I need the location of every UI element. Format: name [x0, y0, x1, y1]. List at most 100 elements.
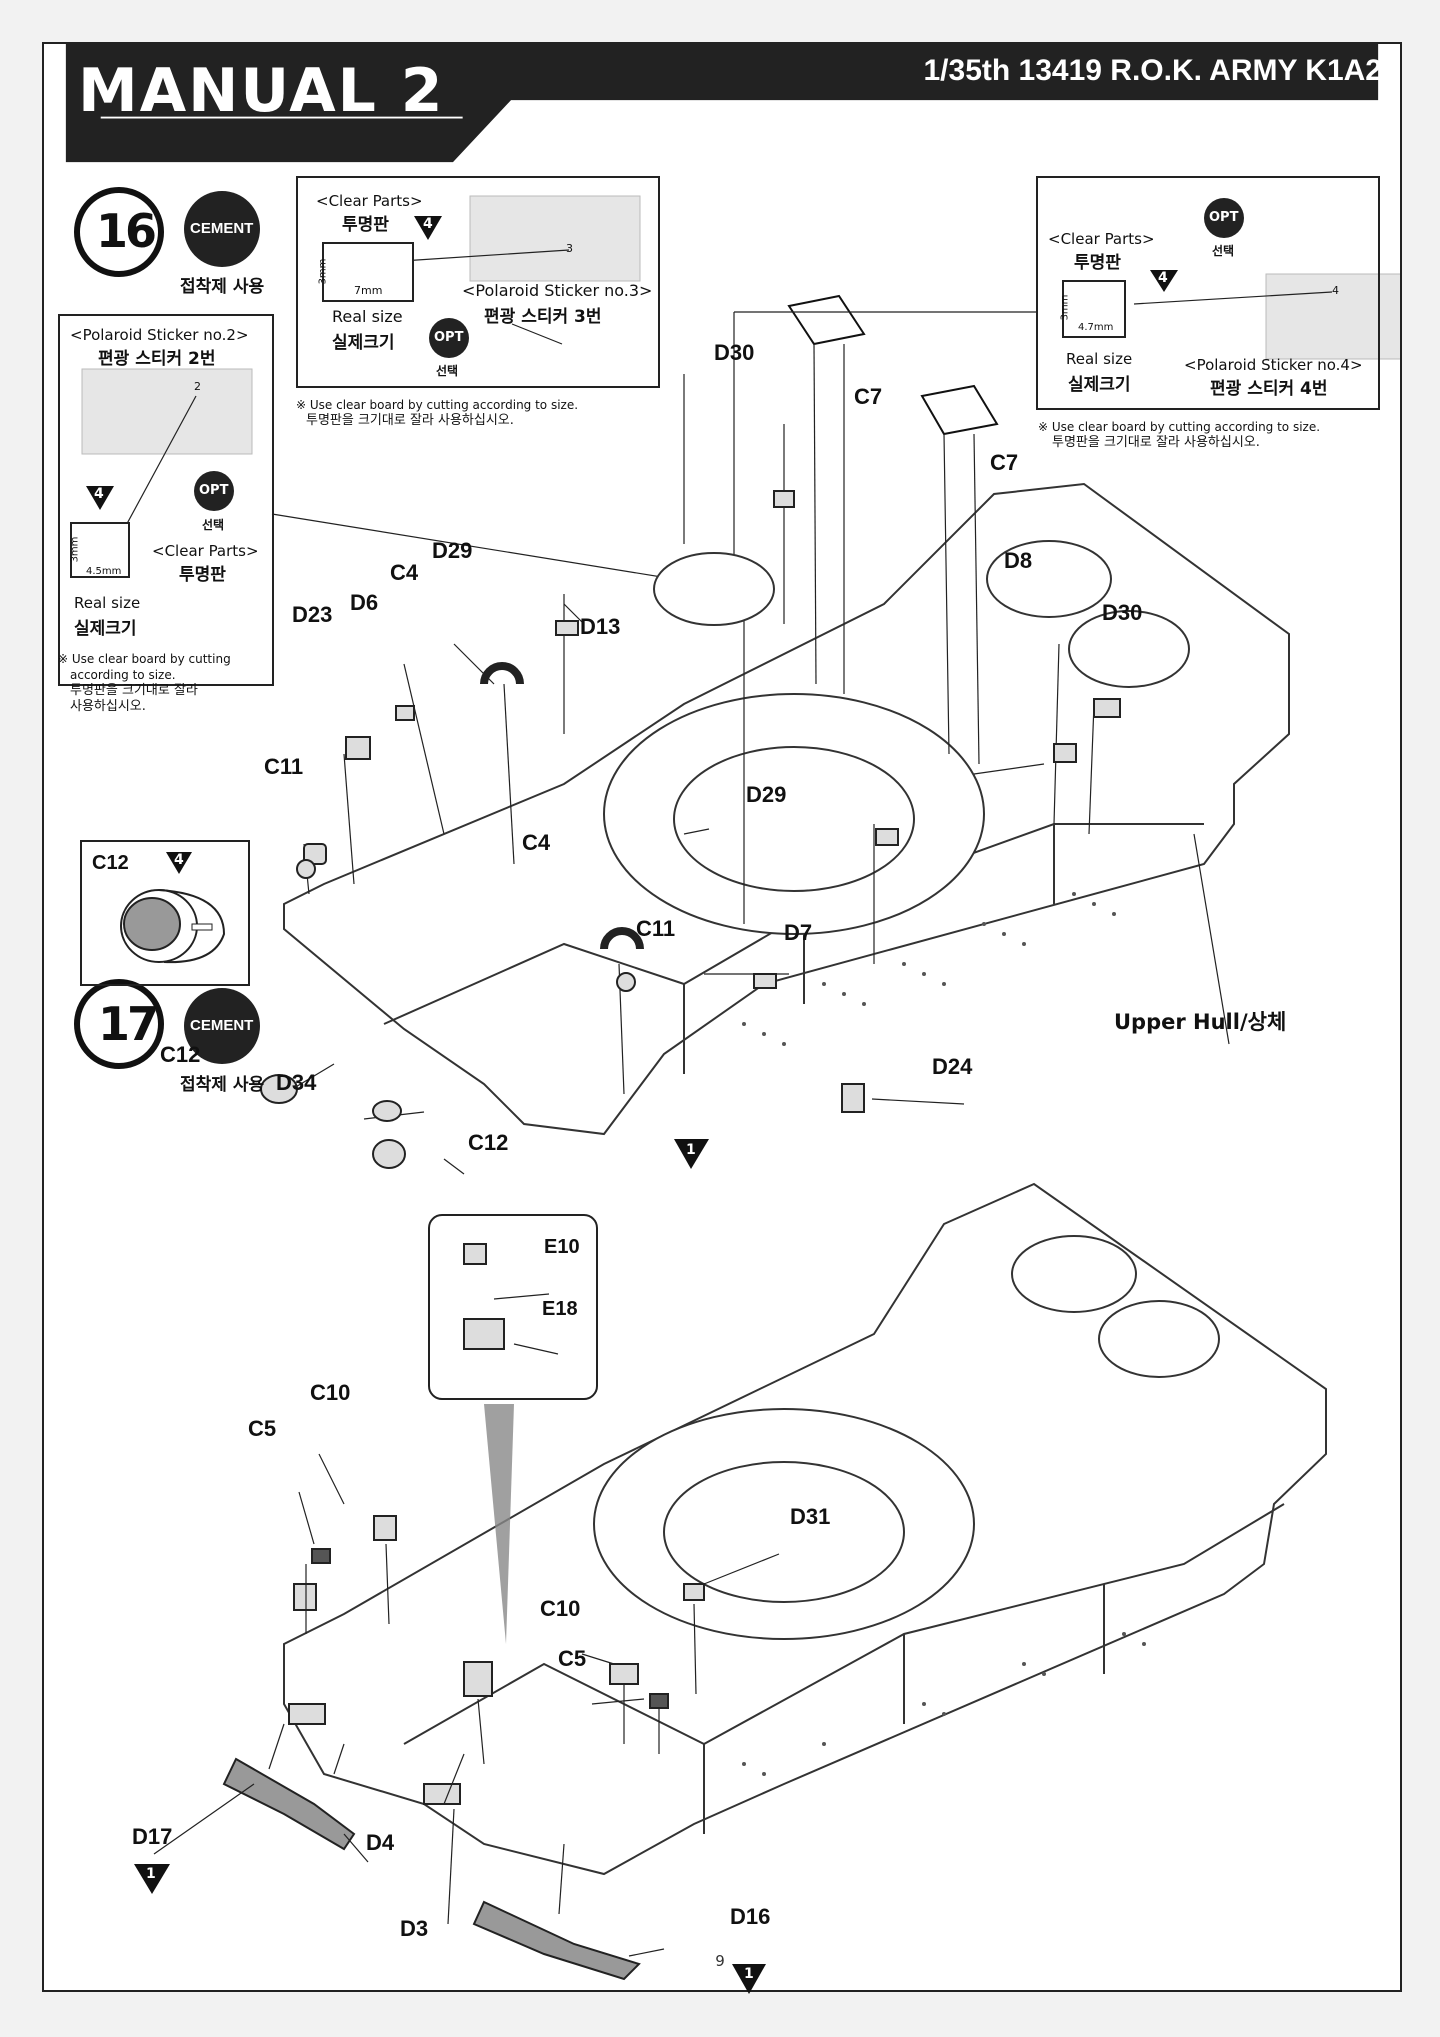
part-d8: D8: [1004, 548, 1033, 573]
right-dim-w: 4.7mm: [1078, 322, 1114, 333]
center-sticker-num: 3: [566, 242, 573, 255]
part-e10: E10: [544, 1236, 580, 1258]
left-tri-num: 4: [94, 486, 104, 502]
center-dim-h: 3mm: [317, 258, 329, 285]
left-real-size-frame: [70, 522, 130, 578]
step17-cement-korean: 접착제 사용: [180, 1075, 265, 1095]
left-sticker-kr: 편광 스티커 2번: [98, 349, 216, 369]
right-sticker-num: 4: [1332, 284, 1339, 297]
part-d29-b: D29: [746, 782, 787, 807]
part-c4-b: C4: [522, 830, 551, 855]
manual-page: MANUAL 2 1/35th 13419 R.O.K. ARMY K1A2: [42, 42, 1402, 1994]
part-c4-a: C4: [390, 560, 419, 585]
part-c12-a: C12: [160, 1042, 201, 1067]
d16-tri-num: 1: [744, 1966, 754, 1982]
right-note-kr: 투명판을 크기대로 잘라 사용하십시오.: [1052, 435, 1260, 450]
left-note-4: 사용하십시오.: [70, 699, 146, 714]
left-note-2: according to size.: [70, 668, 176, 682]
part-d24: D24: [932, 1054, 973, 1079]
left-opt-kr: 선택: [202, 518, 225, 532]
step16-panel-right: [1036, 176, 1380, 410]
part-d7: D7: [784, 920, 813, 945]
part-d30-a: D30: [714, 340, 755, 365]
right-sticker-kr: 편광 스티커 4번: [1210, 379, 1328, 399]
part-c7-a: C7: [854, 384, 883, 409]
part-e18: E18: [542, 1298, 578, 1320]
left-real-size: Real size: [74, 594, 141, 612]
part-c11-b: C11: [636, 916, 676, 941]
right-clear-parts: <Clear Parts>: [1048, 230, 1155, 248]
step16-cement-korean: 접착제 사용: [180, 277, 265, 297]
left-real-size-kr: 실제크기: [74, 619, 137, 639]
left-clear-parts: <Clear Parts>: [152, 542, 259, 560]
upper-hull-label: Upper Hull/상체: [1114, 1010, 1287, 1034]
right-note: ※ Use clear board by cutting according t…: [1038, 420, 1321, 434]
part-c10-a: C10: [310, 1380, 351, 1405]
e10-e18-inset-box: [428, 1214, 598, 1400]
part-d23: D23: [292, 602, 333, 627]
right-real-size-frame: [1062, 280, 1126, 338]
center-dim-w: 7mm: [354, 284, 383, 297]
center-note: ※ Use clear board by cutting according t…: [296, 398, 579, 412]
center-sticker-kr: 편광 스티커 3번: [484, 307, 602, 327]
step16-drawing-lines: [74, 187, 1400, 1994]
part-c5-a: C5: [248, 1416, 277, 1441]
part-c11-a: C11: [264, 754, 304, 779]
d17-tri-num: 1: [146, 1866, 156, 1882]
part-d4: D4: [366, 1830, 395, 1855]
part-d34: D34: [276, 1070, 317, 1095]
right-dim-h: 3mm: [1059, 294, 1071, 321]
center-clear-parts: <Clear Parts>: [316, 192, 423, 210]
right-real-size-kr: 실제크기: [1068, 375, 1131, 395]
part-d16: D16: [730, 1904, 771, 1929]
step17-cement-badge: CEMENT: [190, 1017, 254, 1034]
right-clear-parts-kr: 투명판: [1074, 253, 1121, 273]
step16-cement-badge: CEMENT: [190, 220, 254, 237]
left-note-1: ※ Use clear board by cutting: [58, 652, 231, 666]
page-number: 9: [715, 1952, 725, 1970]
left-sticker: <Polaroid Sticker no.2>: [70, 326, 249, 344]
part-c10-b: C10: [540, 1596, 581, 1621]
part-d3: D3: [400, 1916, 429, 1941]
center-note-kr: 투명판을 크기대로 잘라 사용하십시오.: [306, 413, 514, 428]
manual-title: MANUAL 2: [78, 56, 445, 126]
step16-panel-left: [58, 314, 274, 686]
left-sticker-num: 2: [194, 380, 201, 393]
step16-number: 16: [96, 204, 157, 258]
left-dim-w: 4.5mm: [86, 566, 122, 577]
right-opt-badge: OPT: [1209, 210, 1239, 225]
part-d13: D13: [580, 614, 621, 639]
step17-number: 17: [98, 997, 159, 1051]
left-clear-parts-kr: 투명판: [179, 565, 226, 585]
c12-inset-tri-num: 4: [174, 852, 184, 868]
step16-bottom-tri-num: 1: [686, 1142, 696, 1158]
part-c12-b: C12: [468, 1130, 509, 1155]
part-d31: D31: [790, 1504, 831, 1529]
part-d29-a: D29: [432, 538, 473, 563]
step16-panel-center: [296, 176, 660, 388]
center-real-size-frame: [322, 242, 414, 302]
part-c7-b: C7: [990, 450, 1019, 475]
c12-inset-box: [80, 840, 250, 986]
left-note-3: 투명판을 크기대로 잘라: [70, 683, 198, 698]
center-opt-badge: OPT: [434, 330, 464, 345]
right-opt-kr: 선택: [1212, 244, 1235, 258]
part-d6: D6: [350, 590, 379, 615]
right-sticker: <Polaroid Sticker no.4>: [1184, 356, 1363, 374]
center-tri-num: 4: [423, 216, 433, 232]
center-real-size-kr: 실제크기: [332, 333, 395, 353]
center-clear-parts-kr: 투명판: [342, 215, 389, 235]
right-real-size: Real size: [1066, 350, 1133, 368]
center-opt-kr: 선택: [436, 364, 459, 378]
kit-title: 1/35th 13419 R.O.K. ARMY K1A2: [923, 54, 1382, 87]
part-d17: D17: [132, 1824, 173, 1849]
c12-inset-label: C12: [92, 852, 129, 874]
part-d30-b: D30: [1102, 600, 1143, 625]
part-c5-b: C5: [558, 1646, 587, 1671]
right-tri-num: 4: [1158, 270, 1168, 286]
center-real-size: Real size: [332, 307, 403, 326]
center-sticker: <Polaroid Sticker no.3>: [462, 281, 653, 300]
left-dim-h: 3mm: [69, 536, 81, 563]
header-bar: [65, 44, 1379, 163]
left-opt-badge: OPT: [199, 483, 229, 498]
